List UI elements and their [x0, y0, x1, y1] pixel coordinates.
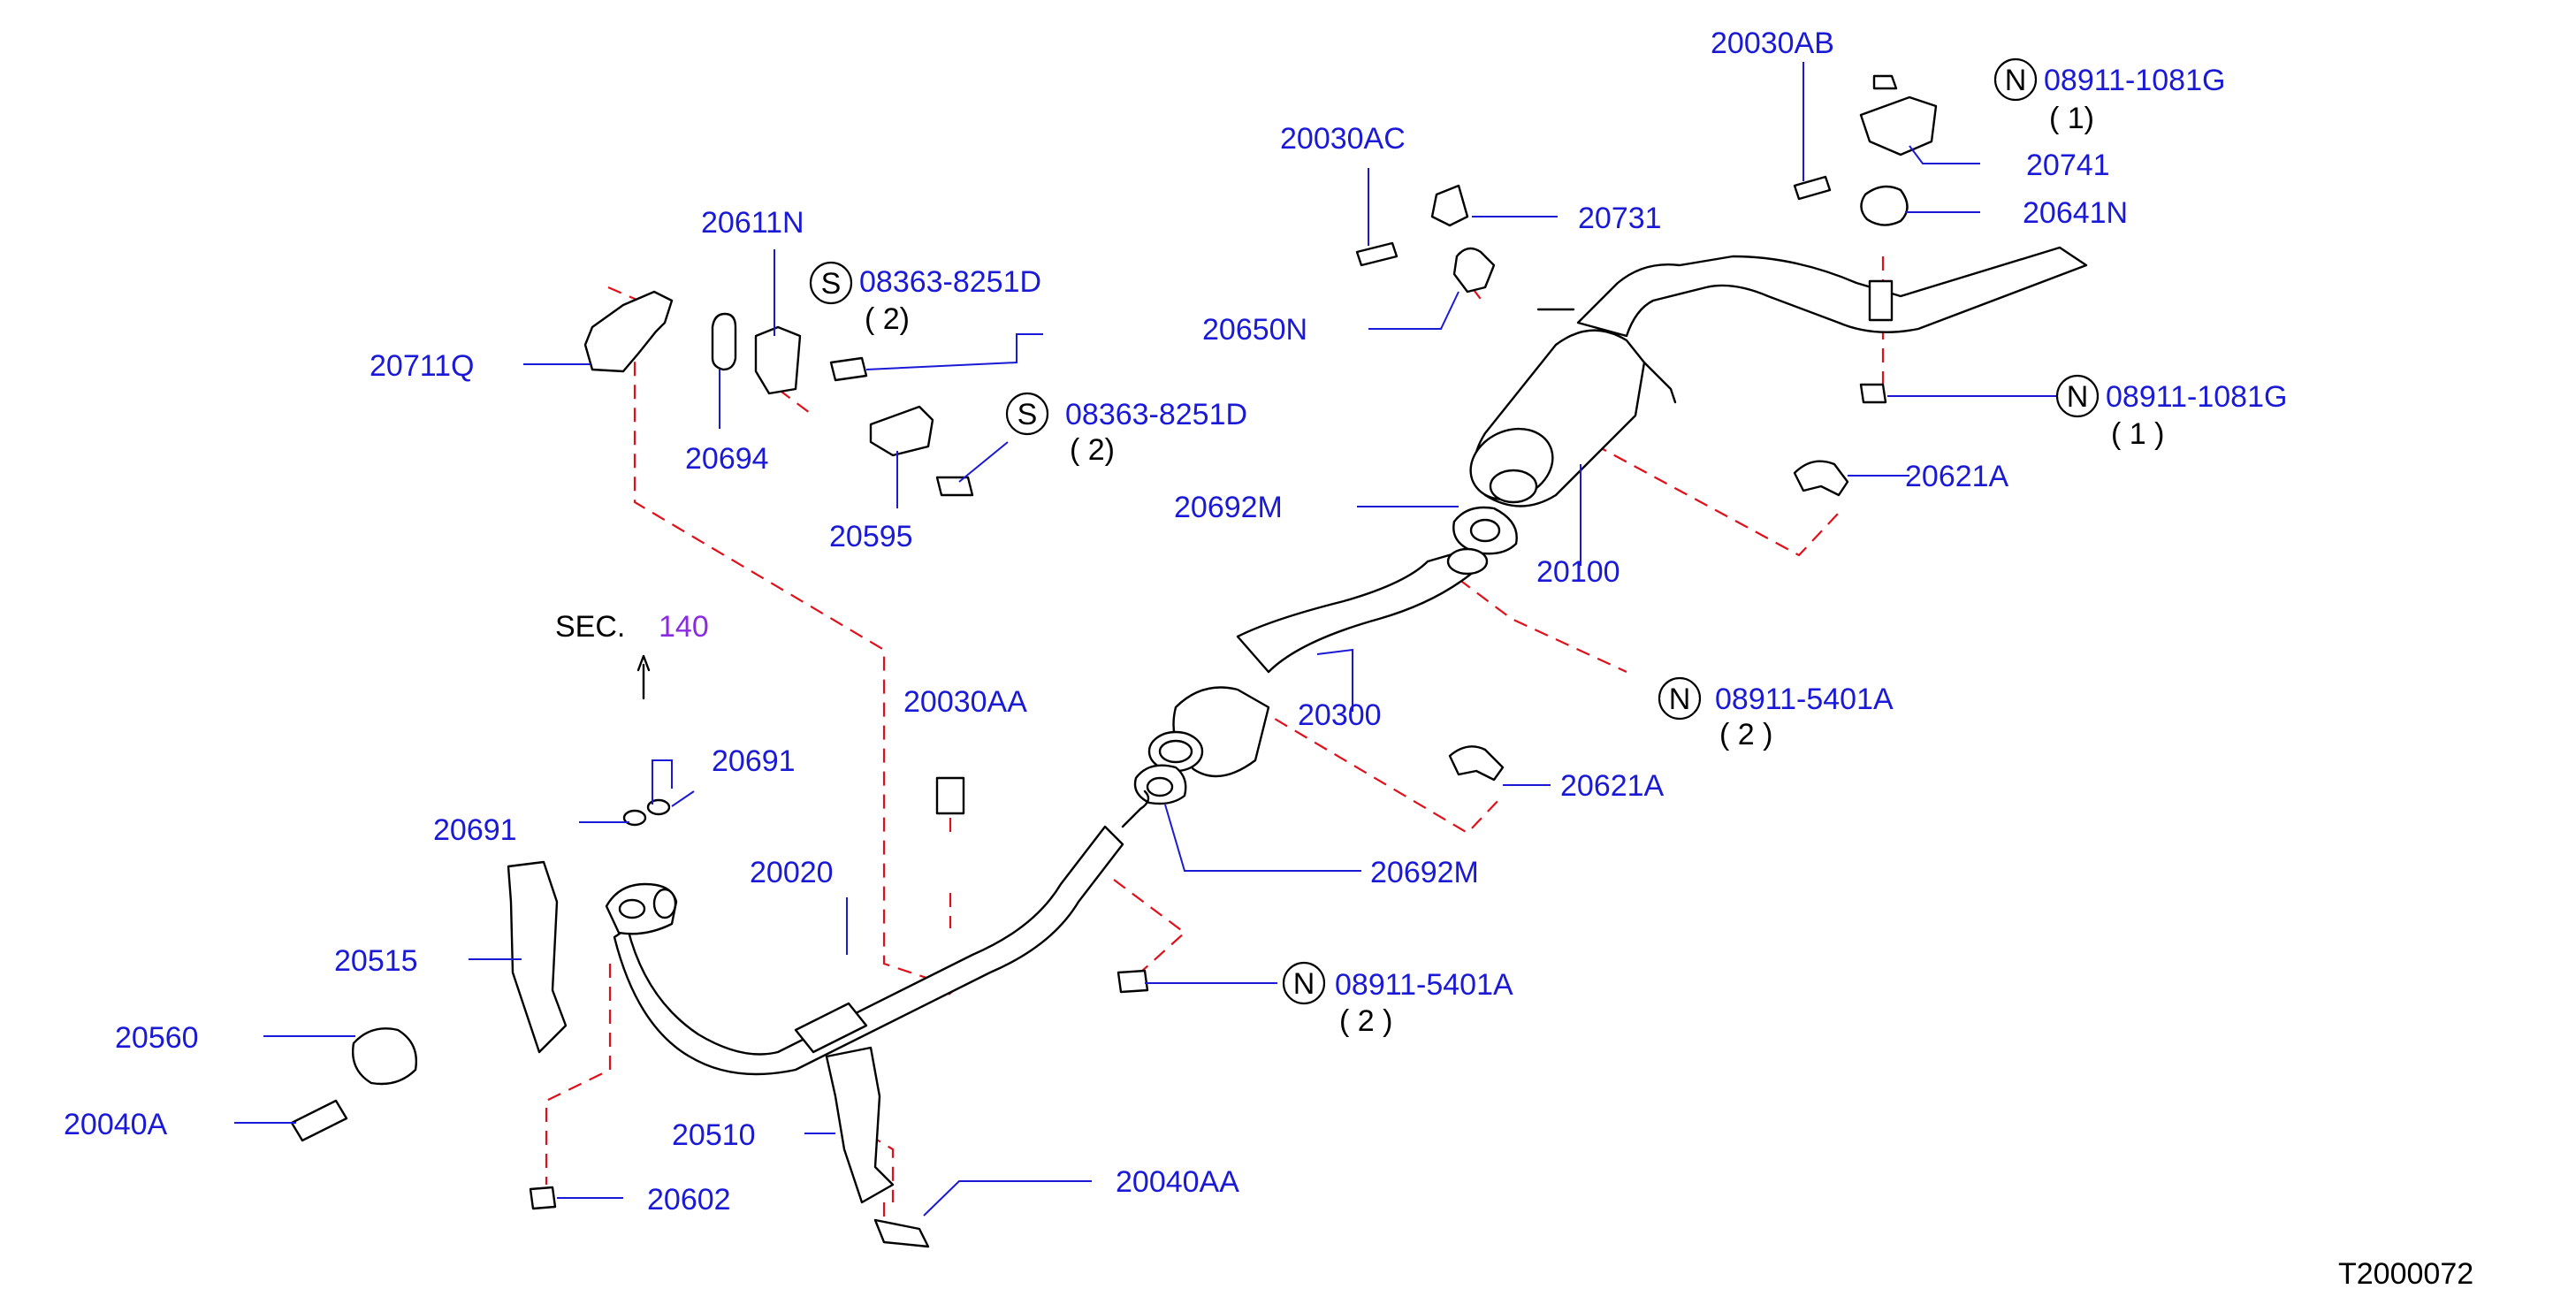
label-20300: 20300: [1298, 698, 1382, 732]
label-20711q: 20711Q: [370, 349, 474, 383]
bracket-20741: [1859, 95, 1938, 156]
fastener-s-lower-part: 08363-8251D: [1065, 398, 1247, 431]
front-pipe-bellows: [794, 1002, 868, 1054]
label-20030ab: 20030AB: [1711, 27, 1834, 60]
nut-20602: [529, 1186, 557, 1210]
label-20602: 20602: [647, 1183, 731, 1217]
bolt-20040a: [290, 1099, 348, 1142]
part-labels: 20030AB 20030AC 20731 20741 20641N 20650…: [64, 27, 2473, 1291]
bolt-20040aa: [873, 1218, 930, 1248]
front-pipe: [613, 825, 1124, 1076]
badge-s-lower: [1005, 392, 1049, 436]
label-20595: 20595: [829, 520, 913, 553]
bolt-upper: [829, 356, 868, 382]
label-20621a-top: 20621A: [1905, 460, 2009, 493]
label-20691-right: 20691: [712, 744, 796, 778]
label-20731: 20731: [1578, 202, 1662, 235]
label-20692m-top: 20692M: [1174, 491, 1283, 524]
fastener-n-right-qty: ( 1 ): [2111, 417, 2164, 451]
label-20741: 20741: [2026, 149, 2110, 182]
heat-shield-20515: [507, 860, 568, 1054]
fastener-n-top-qty: ( 1): [2049, 102, 2094, 135]
fastener-n-mid-qty: ( 2 ): [1719, 718, 1772, 751]
badge-s-upper-letter: S: [821, 267, 842, 301]
hanger-20621a-mid: [1448, 745, 1505, 782]
badge-n-top-letter: N: [2005, 64, 2027, 97]
label-20030aa: 20030AA: [903, 685, 1027, 719]
fastener-n-top-part: 08911-1081G: [2044, 64, 2225, 97]
section-ref-prefix: SEC.: [555, 610, 625, 644]
fastener-n-right-part: 08911-1081G: [2106, 380, 2287, 414]
label-20560: 20560: [115, 1021, 199, 1055]
label-20510: 20510: [672, 1118, 756, 1152]
badge-n-bottom-letter: N: [1293, 967, 1315, 1001]
center-pipe: [1236, 548, 1482, 674]
insulator-20641n: [1860, 185, 1909, 226]
badge-n-right: [2055, 374, 2100, 418]
hanger-20731: [1430, 184, 1469, 227]
label-20040aa: 20040AA: [1116, 1165, 1239, 1199]
fastener-badges: N N S S N N: [809, 57, 2100, 1005]
section-ref-number: 140: [659, 610, 709, 644]
dashed-reference-lines: [545, 256, 1885, 1220]
label-20040a: 20040A: [64, 1108, 168, 1141]
pre-muffler: [1147, 686, 1270, 778]
nut-right: [1859, 383, 1887, 404]
badge-s-lower-letter: S: [1017, 398, 1038, 431]
fastener-n-bottom-part: 08911-5401A: [1335, 968, 1513, 1002]
label-20641n: 20641N: [2023, 196, 2128, 230]
clamp-20560: [352, 1027, 417, 1086]
label-20691-left: 20691: [433, 813, 517, 847]
gasket-lower: [1133, 764, 1187, 805]
bolt-20030ab: [1793, 175, 1832, 201]
label-20515: 20515: [334, 944, 418, 978]
badge-s-upper: [809, 261, 853, 305]
label-20030ac: 20030AC: [1280, 122, 1406, 156]
badge-n-mid-letter: N: [1669, 683, 1691, 716]
fastener-s-upper-qty: ( 2): [865, 302, 910, 336]
label-20694: 20694: [685, 442, 769, 476]
hanger-band: [1868, 279, 1894, 322]
label-20692m-mid: 20692M: [1370, 856, 1479, 889]
hanger-20650n: [1452, 247, 1496, 294]
bolt-20030ac: [1355, 241, 1399, 267]
label-20650n: 20650N: [1202, 313, 1307, 347]
label-20100: 20100: [1536, 555, 1620, 589]
bolt-lower: [935, 476, 974, 497]
section-arrow: [636, 654, 651, 700]
clamp-20595: [869, 405, 934, 457]
tail-pipe: [1576, 246, 2088, 338]
grommet-20691-right: [646, 798, 671, 816]
gasket-upper: [1452, 506, 1518, 555]
fastener-n-bottom-qty: ( 2 ): [1339, 1004, 1392, 1038]
fastener-s-upper-part: 08363-8251D: [859, 265, 1041, 299]
label-20621a-mid: 20621A: [1560, 769, 1665, 803]
bracket-20611n: [754, 325, 802, 395]
label-20020: 20020: [750, 856, 834, 889]
heat-shield-20510: [825, 1046, 895, 1204]
leader-lines: [234, 62, 2060, 1217]
badge-n-bottom: [1282, 961, 1326, 1005]
badge-n-top: [1993, 57, 2038, 102]
fastener-n-mid-part: 08911-5401A: [1715, 683, 1894, 716]
muffler: [1469, 308, 1677, 507]
badge-n-mid: [1658, 676, 1702, 721]
fastener-s-lower-qty: ( 2): [1070, 433, 1115, 467]
nut-lower: [1117, 969, 1149, 994]
part-drawings: [290, 74, 2088, 1248]
label-20611n: 20611N: [701, 206, 804, 240]
insulator-20694: [711, 312, 737, 371]
hanger-20621a-top: [1793, 460, 1849, 497]
diagram-id: T2000072: [2338, 1257, 2473, 1291]
nut-top: [1872, 74, 1898, 90]
bolt-20030aa: [935, 776, 965, 815]
center-pipe-flange: [1446, 547, 1489, 576]
bracket-20711q: [583, 290, 674, 373]
badge-n-right-letter: N: [2067, 380, 2089, 414]
